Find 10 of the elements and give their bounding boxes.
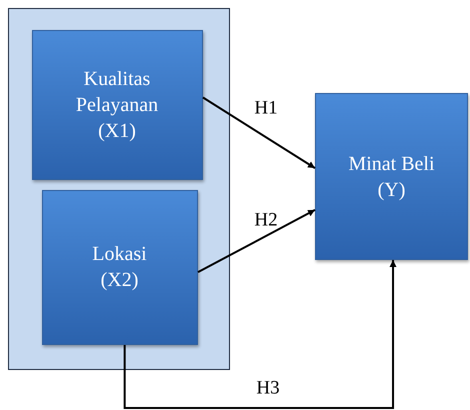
group-panel [8,8,230,370]
arrow [198,209,316,274]
box-label: Minat Beli (Y) [347,152,436,202]
arrow [202,96,316,169]
variable-box [315,93,468,260]
box-label: Lokasi (X2) [91,242,148,293]
box-label: Kualitas Pelayanan (X1) [74,66,160,144]
variable-box [42,190,198,344]
variable-box [32,30,202,180]
arrow [124,260,397,409]
